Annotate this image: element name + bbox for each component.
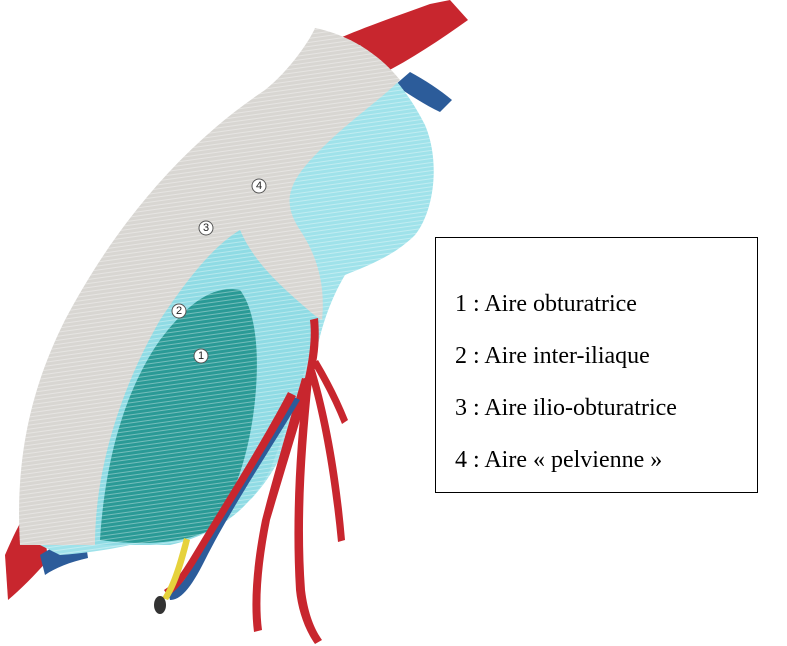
svg-text:4: 4 — [256, 180, 262, 192]
marker-area-4: 4 — [252, 179, 266, 193]
legend-item-area-2: 2 : Aire inter-iliaque — [455, 330, 757, 382]
marker-area-3: 3 — [199, 221, 213, 235]
legend-item-area-1: 1 : Aire obturatrice — [455, 278, 757, 330]
legend-item-area-3: 3 : Aire ilio-obturatrice — [455, 382, 757, 434]
artery-branch-3 — [308, 370, 345, 542]
marker-area-2: 2 — [172, 304, 186, 318]
svg-text:1: 1 — [198, 350, 204, 362]
svg-text:2: 2 — [176, 305, 182, 317]
legend-item-area-4: 4 : Aire « pelvienne » — [455, 434, 757, 486]
legend-box: 1 : Aire obturatrice 2 : Aire inter-ilia… — [435, 237, 758, 493]
obturator-foramen — [154, 596, 166, 614]
marker-area-1: 1 — [194, 349, 208, 363]
svg-text:3: 3 — [203, 222, 209, 234]
